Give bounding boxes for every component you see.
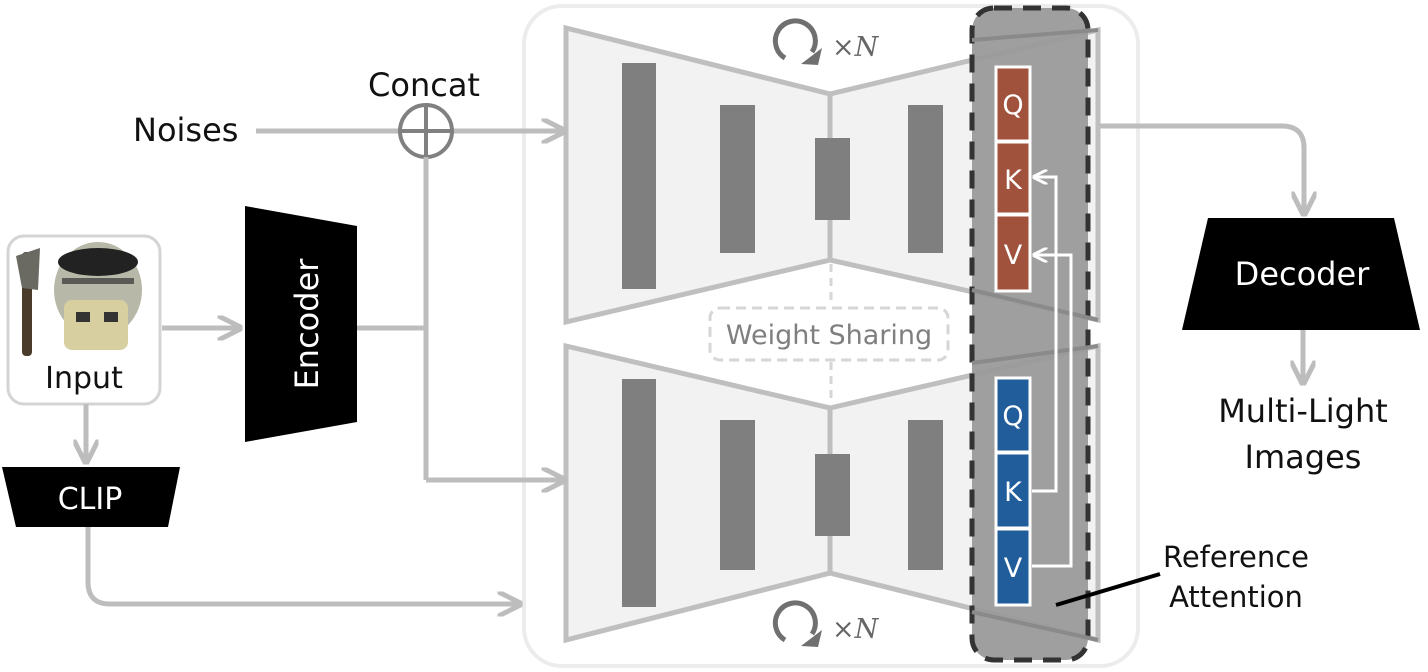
q-label-top: Q (1002, 90, 1023, 121)
unet-block (815, 454, 850, 536)
encoder-block (245, 206, 357, 442)
repeat-count-bottom: ×N (832, 614, 880, 645)
q-label-bottom: Q (1002, 401, 1023, 432)
unet-to-decoder-arrow (1100, 123, 1304, 214)
repeat-icon-bottom (772, 600, 822, 647)
decoder-label: Decoder (1235, 255, 1371, 293)
v-label-top: V (1004, 240, 1023, 271)
key-block-top (994, 140, 1032, 216)
clip-to-unet-arrow (85, 527, 520, 604)
qkv-bottom: Q K V (994, 376, 1032, 607)
v-label-bottom: V (1004, 553, 1023, 584)
decoder-block (1182, 218, 1420, 330)
repeat-count-top: ×N (832, 32, 880, 63)
diffusion-container (522, 4, 1140, 668)
output-label-2: Images (1245, 438, 1362, 476)
output-label-1: Multi-Light (1218, 392, 1388, 430)
reference-label-2: Attention (1169, 580, 1303, 614)
unet-block (815, 138, 850, 220)
encoder-label: Encoder (288, 258, 326, 390)
reference-pointer-line (1055, 572, 1161, 607)
value-block-top (994, 213, 1032, 293)
value-block-bottom (994, 527, 1032, 607)
key-block-bottom (994, 451, 1032, 530)
unet-block (622, 63, 656, 289)
k-label-top: K (1004, 165, 1023, 196)
weight-sharing-label: Weight Sharing (726, 320, 932, 351)
weight-sharing-box (708, 306, 950, 362)
noises-label: Noises (133, 111, 238, 149)
value-reference-arrow (1032, 255, 1073, 568)
unet-block (720, 105, 755, 253)
reference-label-1: Reference (1163, 540, 1309, 574)
input-label: Input (45, 361, 123, 396)
unet-block (908, 420, 943, 570)
concat-label: Concat (368, 66, 480, 104)
clip-label: CLIP (58, 482, 123, 517)
unet-block (622, 379, 656, 607)
k-label-bottom: K (1004, 477, 1023, 508)
unet-block (908, 105, 943, 253)
clip-block (2, 467, 180, 527)
key-reference-arrow (1032, 177, 1058, 493)
query-block-bottom (994, 376, 1032, 454)
query-block-top (994, 65, 1032, 143)
qkv-top: Q K V (994, 65, 1032, 293)
unet-block (720, 420, 755, 570)
concat-icon (398, 103, 454, 159)
repeat-icon-top (772, 18, 822, 65)
input-image (16, 242, 142, 356)
